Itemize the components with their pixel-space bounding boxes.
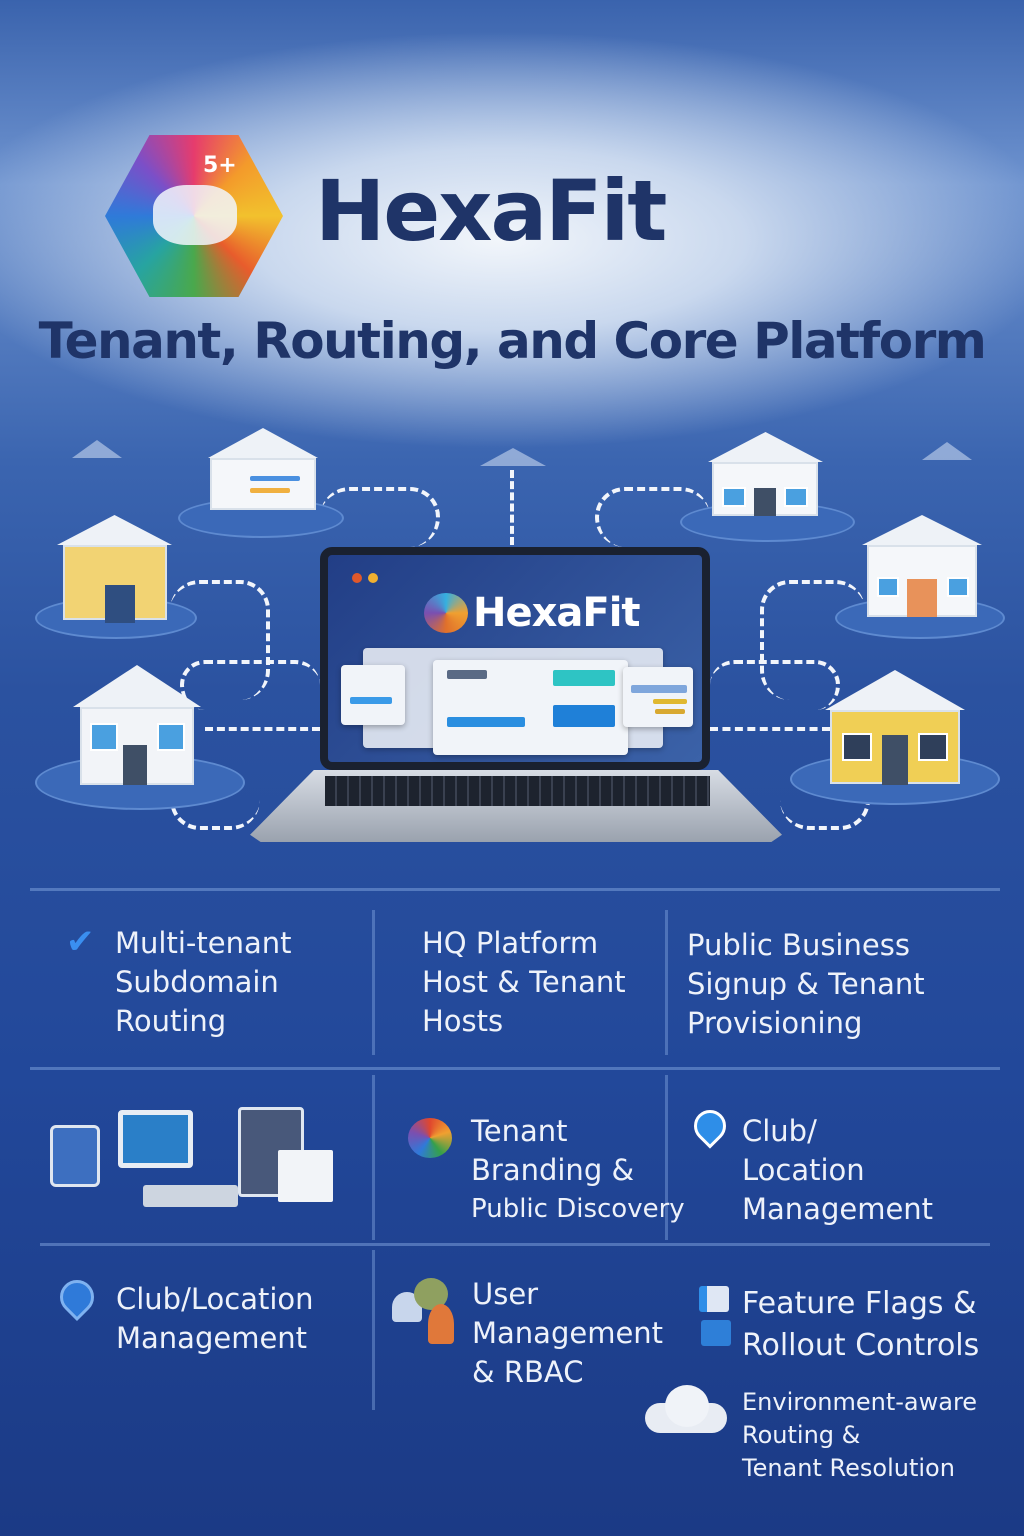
connector-line: [710, 660, 840, 710]
divider: [30, 1067, 1000, 1070]
laptop-keyboard: [325, 776, 710, 806]
connector-line: [760, 580, 865, 700]
tenant-building: [680, 432, 855, 542]
hexafit-logo: 5+: [105, 135, 283, 297]
rollout-toggle-icon: [701, 1320, 731, 1346]
tenant-building: [790, 665, 1000, 805]
tenant-building: [835, 515, 1005, 640]
divider: [665, 1075, 668, 1240]
hexafit-logo-small: [424, 593, 468, 633]
feature-flags-rollout: Feature Flags &Rollout Controls: [742, 1286, 980, 1363]
palette-icon: [408, 1118, 452, 1158]
connector-line: [170, 580, 270, 700]
flag-icon: [699, 1286, 729, 1312]
cloud-icon: [645, 1385, 727, 1433]
connector-line: [710, 727, 830, 731]
divider: [372, 910, 375, 1055]
laptop-base: [250, 770, 782, 842]
connector-line: [180, 660, 320, 710]
divider: [372, 1075, 375, 1240]
connector-line: [205, 727, 320, 731]
divider: [372, 1250, 375, 1410]
tenant-building: [178, 428, 344, 538]
location-pin-icon: [52, 1272, 102, 1322]
divider: [30, 888, 1000, 891]
users-icon: [392, 1278, 460, 1346]
check-icon: ✔: [66, 922, 95, 962]
triangle-marker: [922, 442, 972, 460]
connector-line: [510, 470, 514, 545]
divider: [665, 910, 668, 1055]
devices-illustration: [48, 1105, 338, 1215]
location-pin-plus-icon: [687, 1103, 733, 1149]
screen-title: HexaFit: [473, 590, 641, 636]
divider: [40, 1243, 990, 1246]
connector-line: [320, 487, 440, 547]
connector-line: [595, 487, 710, 547]
page-subtitle: Tenant, Routing, and Core Platform: [38, 312, 987, 370]
tenant-building: [35, 515, 197, 640]
tenant-building: [35, 665, 245, 810]
triangle-marker: [72, 440, 122, 458]
laptop-screen: HexaFit: [320, 547, 710, 770]
brand-title: HexaFit: [315, 162, 667, 260]
triangle-marker: [480, 448, 546, 466]
